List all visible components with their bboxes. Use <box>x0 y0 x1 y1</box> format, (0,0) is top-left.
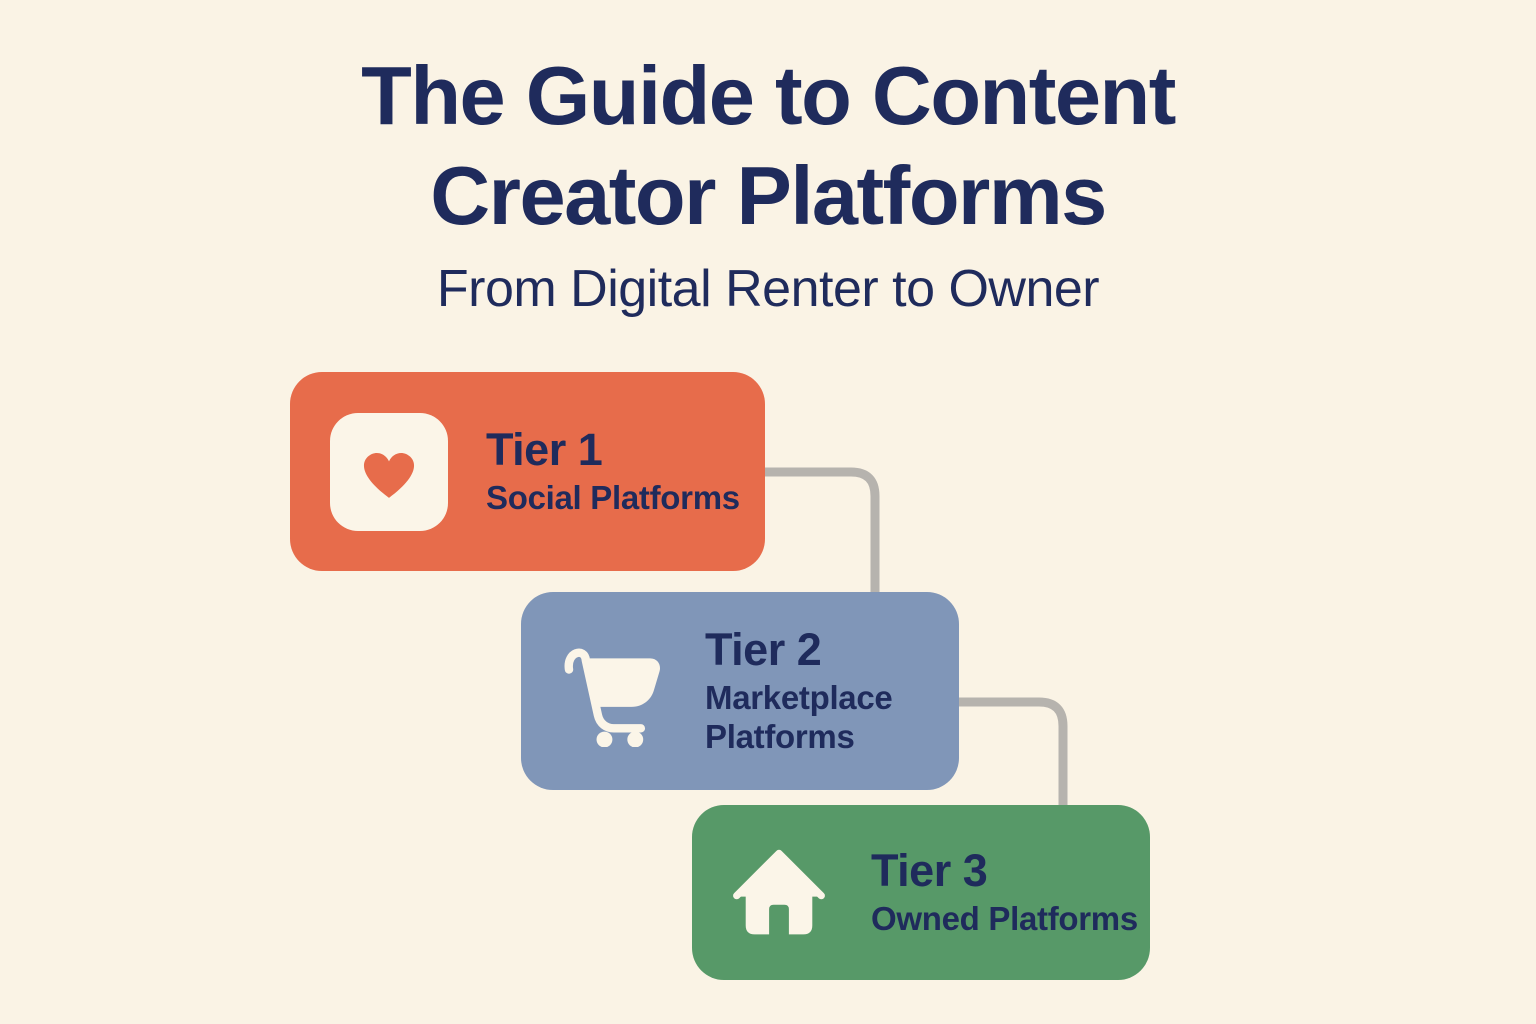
tier1-card: Tier 1 Social Platforms <box>290 372 765 571</box>
cart-icon <box>564 648 661 747</box>
tier1-icon-wrap <box>330 412 448 531</box>
page-title-line1: The Guide to Content <box>361 49 1176 142</box>
tier2-sublabel: Marketplace Platforms <box>705 678 893 755</box>
tier2-text: Tier 2 Marketplace Platforms <box>705 625 930 756</box>
tier3-card: Tier 3 Owned Platforms <box>692 805 1150 980</box>
page-title-line2: Creator Platforms <box>430 148 1107 242</box>
tier1-sublabel: Social Platforms <box>486 478 740 516</box>
header: The Guide to Content Creator Platforms F… <box>0 46 1536 318</box>
tier3-label: Tier 3 <box>871 845 988 897</box>
tier1-label: Tier 1 <box>486 424 603 476</box>
page-title: The Guide to Content Creator Platforms <box>0 46 1536 245</box>
tier3-icon-wrap <box>725 839 833 947</box>
connector-tier1-tier2 <box>764 467 880 594</box>
page-subtitle: From Digital Renter to Owner <box>436 260 1100 319</box>
tier2-label: Tier 2 <box>705 624 822 676</box>
tier2-card: Tier 2 Marketplace Platforms <box>521 592 959 790</box>
tier3-sublabel: Owned Platforms <box>871 899 1138 937</box>
heart-icon <box>330 412 448 531</box>
house-icon <box>733 849 825 934</box>
tier3-text: Tier 3 Owned Platforms <box>871 846 1138 938</box>
tier2-icon-wrap <box>555 635 667 747</box>
connector-tier2-tier3 <box>957 697 1068 807</box>
tier1-text: Tier 1 Social Platforms <box>486 425 740 517</box>
